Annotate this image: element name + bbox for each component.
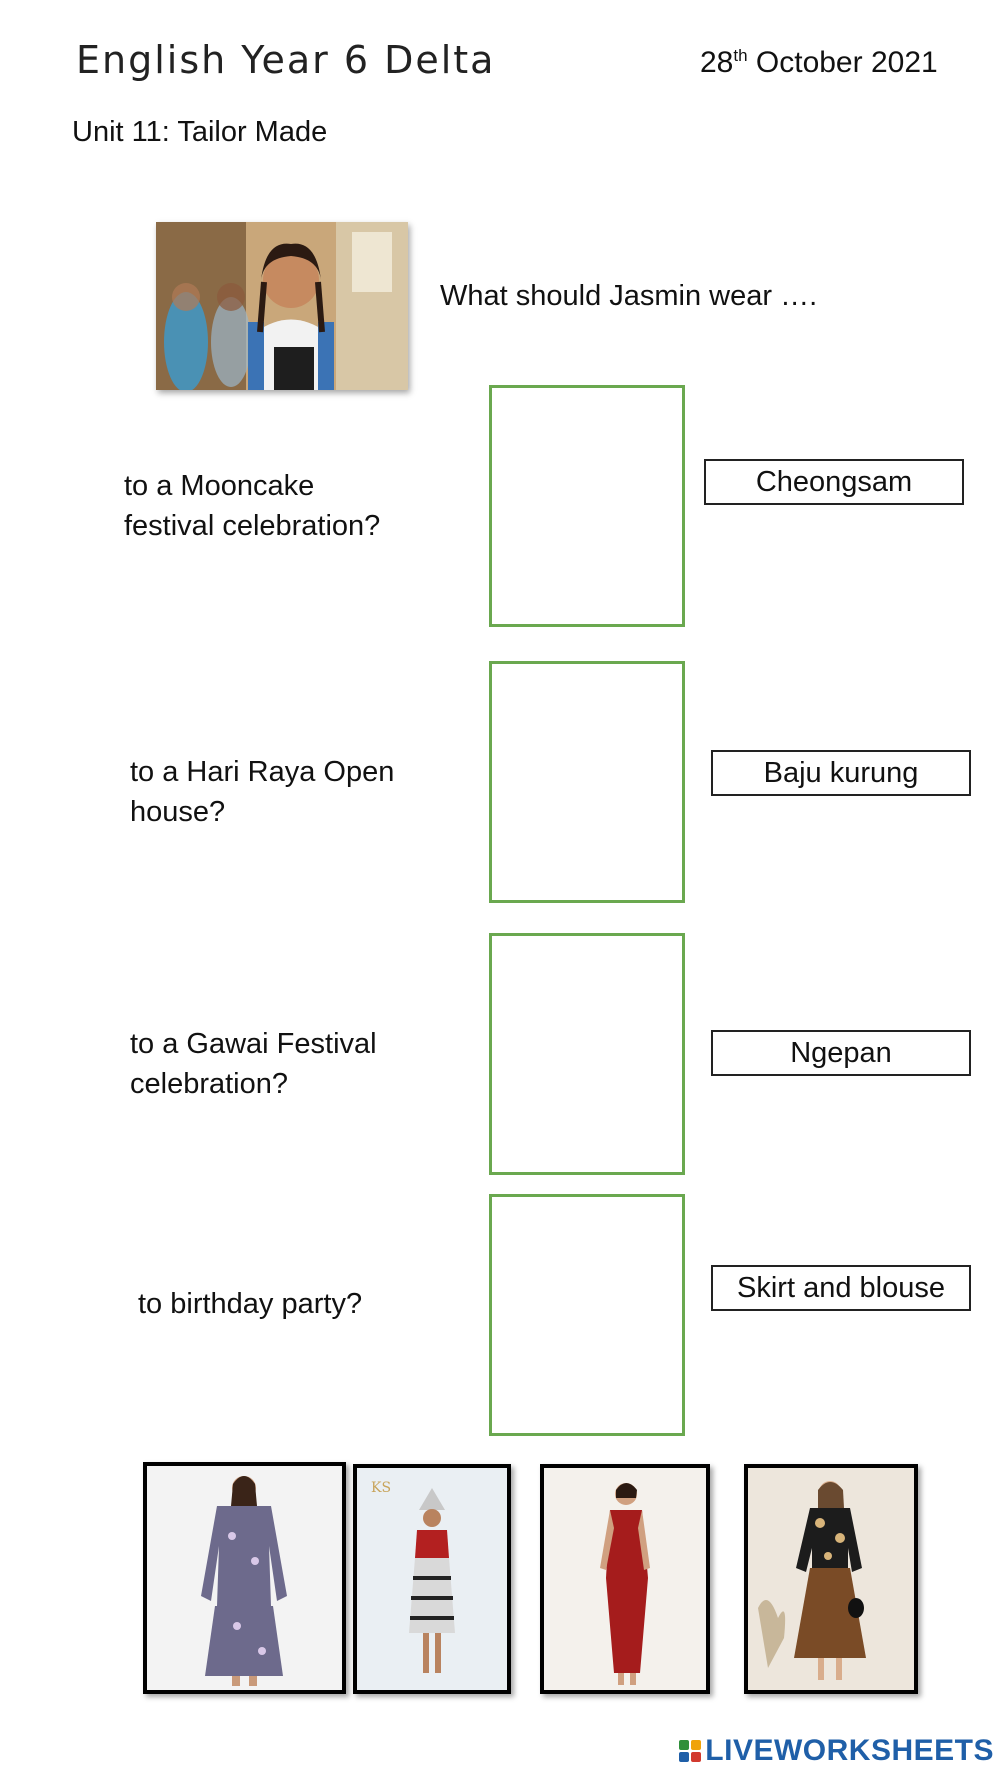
question-gawai: to a Gawai Festival celebration? xyxy=(130,1024,377,1104)
word-cheongsam[interactable]: Cheongsam xyxy=(704,459,964,505)
word-baju-kurung[interactable]: Baju kurung xyxy=(711,750,971,796)
word-ngepan[interactable]: Ngepan xyxy=(711,1030,971,1076)
question-line: to a Gawai Festival xyxy=(130,1028,377,1060)
answer-dropzone-4[interactable] xyxy=(489,1194,685,1436)
date-rest: October 2021 xyxy=(747,46,938,79)
outfit-photo-cheongsam[interactable] xyxy=(540,1464,710,1694)
main-prompt: What should Jasmin wear …. xyxy=(440,280,818,312)
footer-brand: LIVEWORKSHEETS xyxy=(705,1734,994,1767)
outfit-photo-skirt-blouse[interactable] xyxy=(744,1464,918,1694)
date-suffix: th xyxy=(733,46,748,65)
question-line: to a Mooncake xyxy=(124,470,315,502)
answer-dropzone-1[interactable] xyxy=(489,385,685,627)
outfit-photo-ngepan[interactable]: KS xyxy=(353,1464,511,1694)
outfit-photo-baju-kurung[interactable] xyxy=(143,1462,346,1694)
question-hari-raya: to a Hari Raya Open house? xyxy=(130,752,394,832)
question-mooncake: to a Mooncake festival celebration? xyxy=(124,466,380,546)
question-line: festival celebration? xyxy=(124,510,381,542)
worksheet-title: English Year 6 Delta xyxy=(76,38,496,82)
unit-heading: Unit 11: Tailor Made xyxy=(72,116,328,148)
question-line: house? xyxy=(130,796,226,828)
question-line: to a Hari Raya Open xyxy=(130,756,395,788)
question-birthday: to birthday party? xyxy=(138,1284,362,1324)
worksheet-date: 28th October 2021 xyxy=(700,46,938,80)
question-line: celebration? xyxy=(130,1068,288,1100)
liveworksheets-logo: LIVEWORKSHEETS xyxy=(679,1734,994,1768)
date-day: 28 xyxy=(700,46,734,79)
answer-dropzone-2[interactable] xyxy=(489,661,685,903)
question-line: to birthday party? xyxy=(138,1288,363,1320)
photo-watermark: KS xyxy=(371,1480,391,1496)
answer-dropzone-3[interactable] xyxy=(489,933,685,1175)
jasmin-photo xyxy=(156,222,408,390)
liveworksheets-logo-icon xyxy=(679,1740,702,1762)
word-skirt-and-blouse[interactable]: Skirt and blouse xyxy=(711,1265,971,1311)
